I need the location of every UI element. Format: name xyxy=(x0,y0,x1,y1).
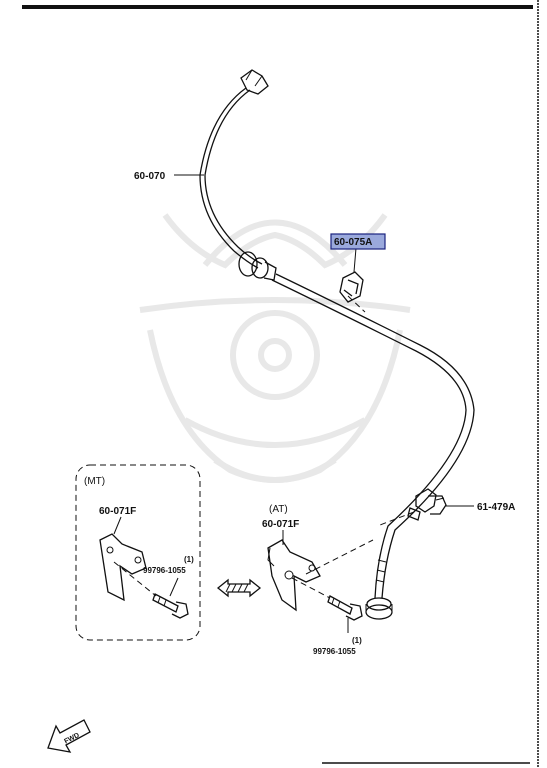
leader-bolt-mt xyxy=(169,577,179,597)
clamp-part xyxy=(407,488,447,521)
watermark-logo xyxy=(139,213,411,483)
label-cable: 60-070 xyxy=(134,171,166,182)
label-mt-heading: (MT) xyxy=(84,476,105,487)
mt-bracket-part xyxy=(99,533,147,602)
mt-inset-box xyxy=(75,464,201,641)
label-bolt-mt-qty: (1) xyxy=(184,555,194,564)
label-bolt-at: 99796-1055 xyxy=(313,647,356,656)
mt-bolt-part xyxy=(152,593,189,619)
cable-clip-part xyxy=(339,271,364,303)
highlight-box xyxy=(330,233,386,250)
label-bolt-mt: 99796-1055 xyxy=(143,566,186,575)
at-bolt-part xyxy=(327,595,363,621)
fwd-arrow-icon xyxy=(47,719,91,753)
leader-clip xyxy=(353,247,357,273)
dashed-mt-bolt-line xyxy=(113,561,157,597)
label-clip[interactable]: 60-075A xyxy=(334,237,372,248)
dashed-at-line xyxy=(305,539,374,575)
label-clamp: 61-479A xyxy=(477,502,515,513)
dashed-clamp-line xyxy=(379,511,415,526)
label-bracket-mt: 60-071F xyxy=(99,506,136,517)
label-bolt-at-qty: (1) xyxy=(352,636,362,645)
label-bracket-at: 60-071F xyxy=(262,519,299,530)
interchange-arrow-icon xyxy=(216,578,262,598)
label-at-heading: (AT) xyxy=(269,504,288,515)
at-bracket-part xyxy=(267,539,321,612)
leader-bracket-mt xyxy=(113,516,122,535)
speedometer-cable xyxy=(199,69,475,620)
dashed-clip-line xyxy=(347,295,366,313)
label-fwd: FWD xyxy=(63,732,80,745)
dashed-at-bolt-line xyxy=(291,577,331,599)
